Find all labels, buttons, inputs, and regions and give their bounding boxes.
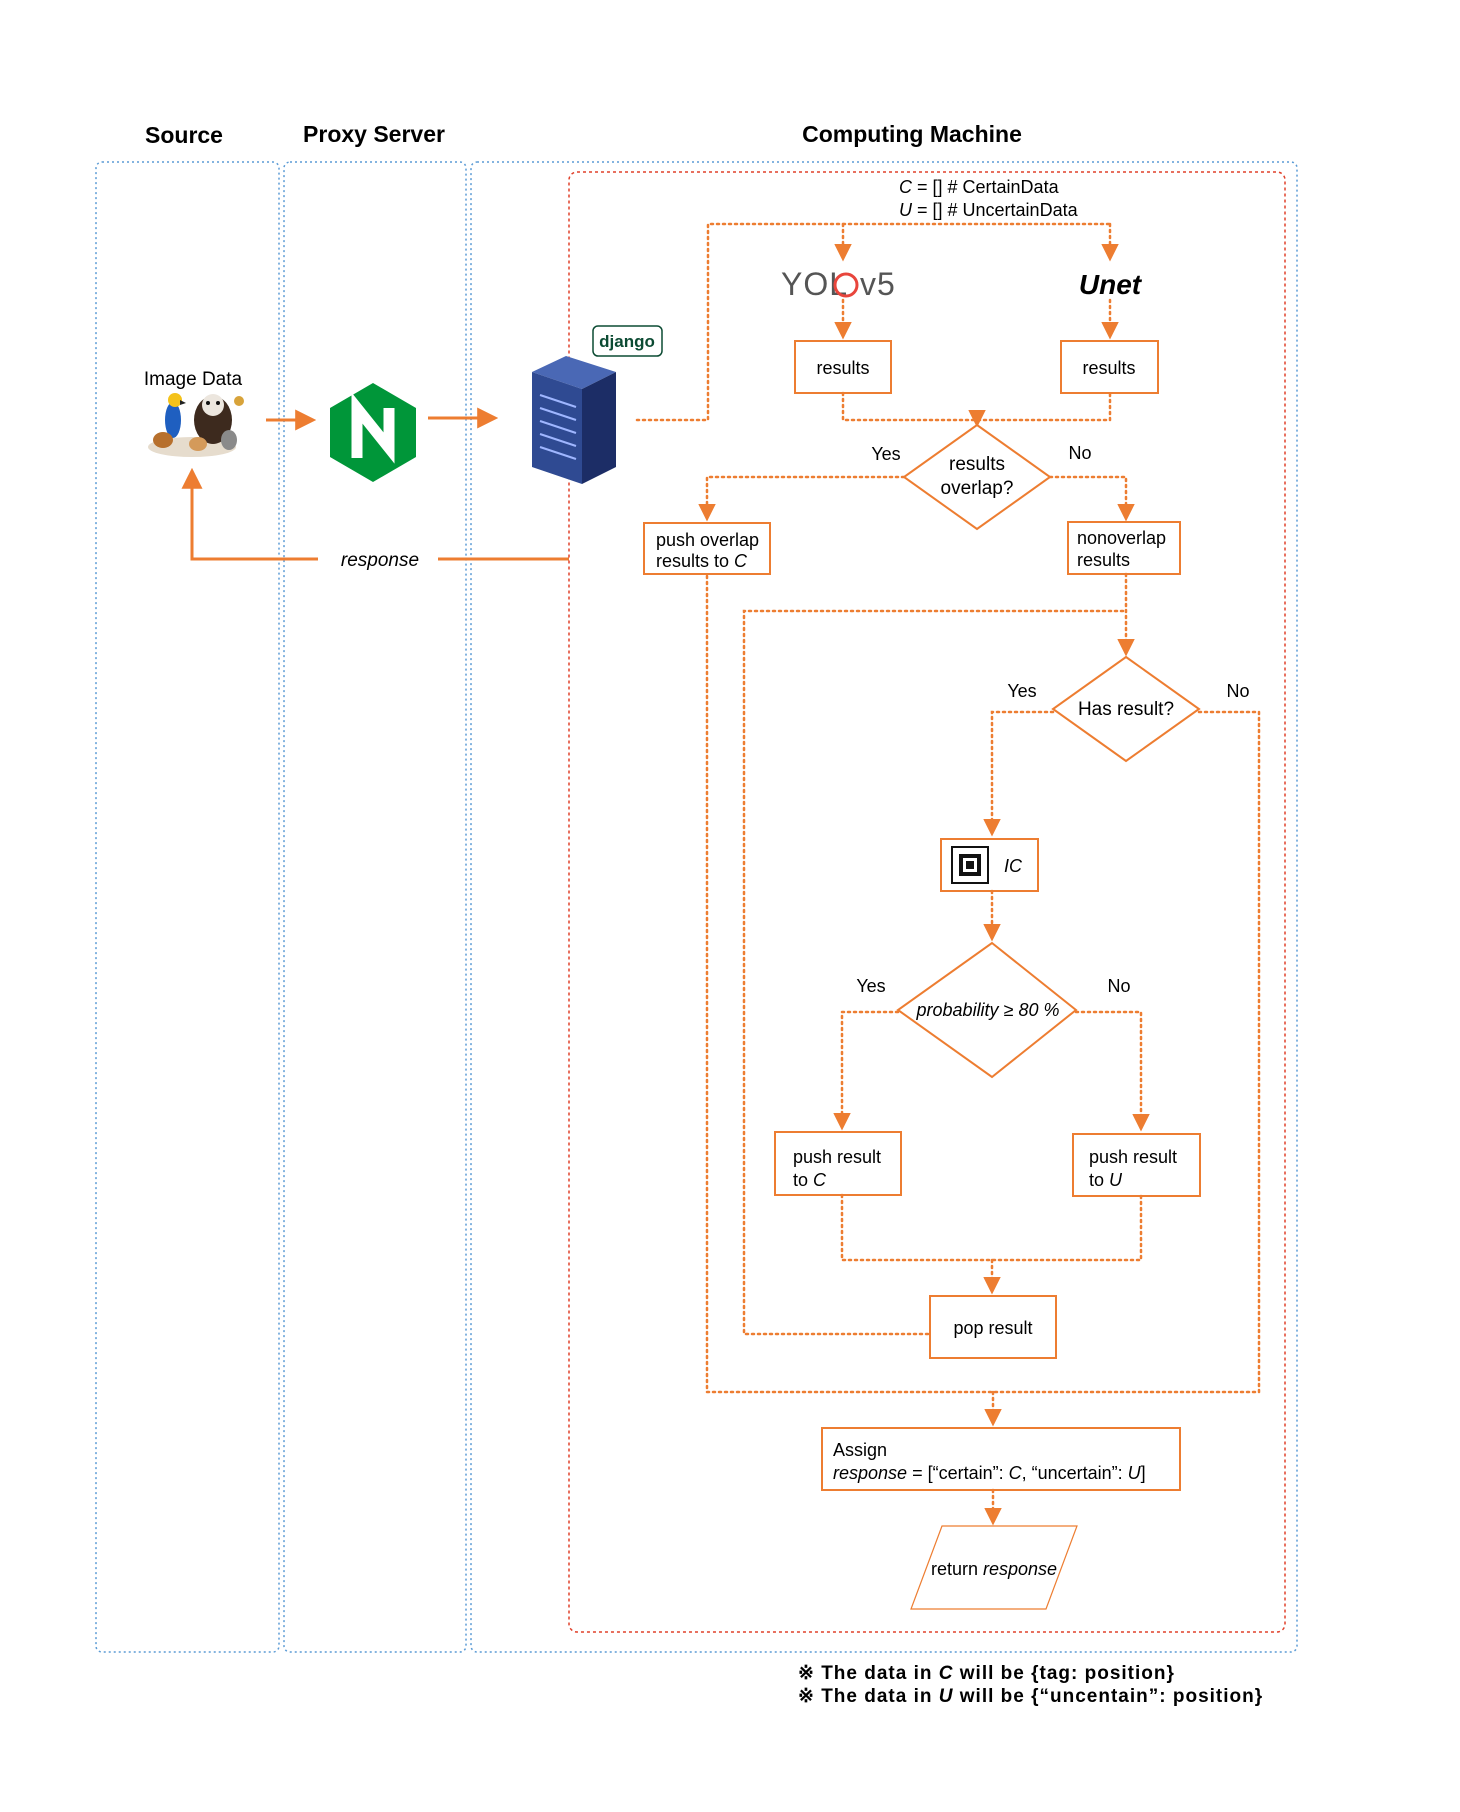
- svg-text:results: results: [1077, 550, 1130, 570]
- yolov5-logo: YOL v5: [781, 266, 896, 302]
- decision-probability: probability ≥ 80 %: [896, 941, 1078, 1079]
- svg-text:U = [] # UncertainData: U = [] # UncertainData: [899, 200, 1079, 220]
- lane-source: [95, 161, 280, 1653]
- unet-label: Unet: [1079, 269, 1143, 300]
- flow-server-to-models: [635, 222, 1112, 422]
- svg-text:results: results: [949, 454, 1005, 475]
- svg-text:push result: push result: [1089, 1147, 1177, 1167]
- flow-prob-yes: [833, 1010, 900, 1131]
- label-no-probability: No: [1107, 976, 1130, 996]
- lane-title-proxy: Proxy Server: [303, 121, 445, 147]
- svg-text:results: results: [1082, 358, 1135, 378]
- lane-proxy: [283, 161, 467, 1653]
- results-box-unet: results: [1060, 340, 1159, 394]
- svg-text:YOL: YOL: [781, 266, 848, 302]
- svg-text:to U: to U: [1089, 1170, 1123, 1190]
- label-yes-overlap: Yes: [871, 444, 900, 464]
- server-rack-icon: [532, 356, 616, 484]
- init-variables: C = [] # CertainData U = [] # UncertainD…: [899, 177, 1079, 220]
- machine-boundary: [568, 171, 1286, 1633]
- svg-text:IC: IC: [1004, 856, 1023, 876]
- svg-text:push overlap: push overlap: [656, 530, 759, 550]
- svg-text:django: django: [599, 332, 655, 351]
- label-no-has-result: No: [1226, 681, 1249, 701]
- flow-overlap-no: [1048, 475, 1135, 522]
- svg-text:results: results: [816, 358, 869, 378]
- svg-text:Assign: Assign: [833, 1440, 887, 1460]
- svg-text:push result: push result: [793, 1147, 881, 1167]
- pop-result-box: pop result: [929, 1295, 1057, 1359]
- ic-box: IC: [940, 838, 1039, 892]
- svg-text:overlap?: overlap?: [941, 478, 1014, 499]
- nonoverlap-box: nonoverlap results: [1067, 521, 1181, 575]
- animals-photo-icon: [148, 393, 244, 457]
- lane-title-computing: Computing Machine: [802, 121, 1022, 147]
- svg-text:return response: return response: [931, 1559, 1057, 1579]
- svg-text:probability ≥ 80 %: probability ≥ 80 %: [916, 1000, 1060, 1020]
- svg-text:C = [] # CertainData: C = [] # CertainData: [899, 177, 1060, 197]
- svg-text:v5: v5: [860, 266, 896, 302]
- svg-text:Has result?: Has result?: [1078, 699, 1174, 720]
- results-box-yolo: results: [794, 340, 892, 394]
- label-yes-has-result: Yes: [1007, 681, 1036, 701]
- push-overlap-box: push overlap results to C: [643, 522, 771, 575]
- flow-prob-no: [1074, 1010, 1150, 1132]
- svg-text:nonoverlap: nonoverlap: [1077, 528, 1166, 548]
- flow-push-merge: [840, 1193, 1143, 1262]
- label-no-overlap: No: [1068, 443, 1091, 463]
- svg-text:to C: to C: [793, 1170, 827, 1190]
- lane-title-source: Source: [145, 122, 223, 148]
- svg-text:response = [“certain”: C, “unc: response = [“certain”: C, “uncertain”: U…: [833, 1463, 1146, 1483]
- django-logo-icon: django: [592, 325, 663, 357]
- label-yes-probability: Yes: [856, 976, 885, 996]
- response-label: response: [341, 550, 419, 571]
- flow-has-result-yes: [983, 710, 1055, 837]
- svg-text:pop result: pop result: [953, 1318, 1032, 1338]
- image-data-label: Image Data: [144, 369, 243, 390]
- decision-has-result: Has result?: [1051, 655, 1201, 763]
- flow-loop-back: [742, 609, 1126, 1336]
- nginx-logo-icon: [330, 383, 416, 482]
- return-response-parallelogram: return response: [910, 1525, 1078, 1610]
- response-arrow-tail: [181, 467, 318, 561]
- footnote-u: ※ The data in U will be {“uncentain”: po…: [798, 1686, 1263, 1707]
- assign-box: Assign response = [“certain”: C, “uncert…: [821, 1427, 1181, 1491]
- lane-computing: [470, 161, 1298, 1653]
- svg-text:results to C: results to C: [656, 551, 748, 571]
- flow-results-merge: [841, 391, 1112, 422]
- flow-overlap-yes: [698, 475, 906, 522]
- push-result-u-box: push result to U: [1072, 1133, 1201, 1197]
- flow-has-result-no: [705, 572, 1261, 1394]
- chip-icon: [951, 846, 989, 884]
- decision-results-overlap: results overlap?: [902, 423, 1052, 531]
- push-result-c-box: push result to C: [774, 1131, 902, 1196]
- footnote-c: ※ The data in C will be {tag: position}: [798, 1663, 1175, 1684]
